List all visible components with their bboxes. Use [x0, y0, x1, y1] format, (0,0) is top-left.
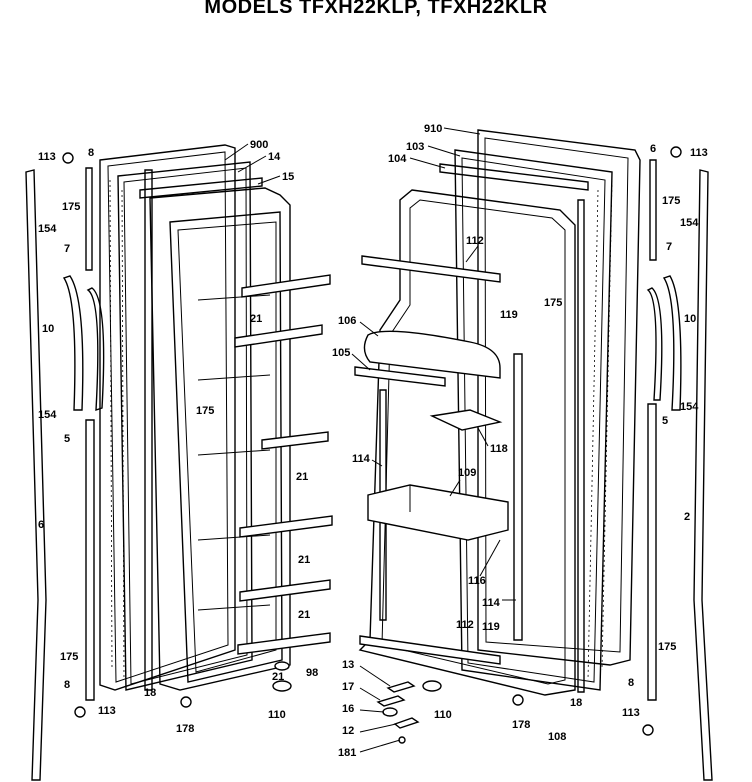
callout-8-left-top: 8 [88, 147, 94, 159]
callout-7-right: 7 [666, 241, 672, 253]
callout-154-right-bottom: 154 [680, 401, 699, 413]
callout-18-right: 18 [570, 697, 582, 709]
callout-178-right: 178 [512, 719, 530, 731]
callout-112-bottom: 112 [456, 619, 474, 631]
callout-21-a: 21 [250, 313, 262, 325]
callout-21-d: 21 [298, 609, 310, 621]
bottom-hinge-hardware [376, 681, 420, 744]
callout-175-right-bottom: 175 [658, 641, 676, 653]
callout-119-bottom: 119 [482, 621, 500, 633]
callout-175-left-mid: 175 [196, 405, 214, 417]
callout-113-right-top: 113 [690, 147, 708, 159]
callout-154-left-bottom: 154 [38, 409, 57, 421]
right-callouts: 910 103 104 112 175 106 119 105 118 114 … [332, 123, 708, 759]
leader-lines [224, 127, 516, 753]
callout-103: 103 [406, 141, 424, 153]
callout-5-right: 5 [662, 415, 668, 427]
callout-118: 118 [490, 443, 508, 455]
callout-113-left-bottom: 113 [98, 705, 116, 717]
right-handle-parts [422, 146, 713, 781]
callout-154-left-top: 154 [38, 223, 57, 235]
callout-10-right: 10 [684, 313, 696, 325]
callout-5-left: 5 [64, 433, 70, 445]
callout-113-left-top: 113 [38, 151, 56, 163]
callout-119-top: 119 [500, 309, 518, 321]
callout-910: 910 [424, 123, 442, 135]
callout-6-right-top: 6 [650, 143, 656, 155]
page-title: MODELS TFXH22KLP, TFXH22KLR [204, 0, 548, 18]
callout-116: 116 [468, 575, 486, 587]
callout-105: 105 [332, 347, 350, 359]
callout-21-e: 21 [272, 671, 284, 683]
left-door-assembly [99, 144, 333, 691]
callout-18-left: 18 [144, 687, 156, 699]
callout-109: 109 [458, 467, 476, 479]
callout-2-right: 2 [684, 511, 690, 523]
callout-6-left: 6 [38, 519, 44, 531]
callout-15: 15 [282, 171, 294, 183]
callout-12: 12 [342, 725, 354, 737]
callout-21-c: 21 [298, 554, 310, 566]
callout-8-left-bottom: 8 [64, 679, 70, 691]
callout-108: 108 [548, 731, 566, 743]
callout-21-b: 21 [296, 471, 308, 483]
callout-154-right-top: 154 [680, 217, 699, 229]
callout-114-right: 114 [482, 597, 501, 609]
callout-900: 900 [250, 139, 268, 151]
callout-110-left: 110 [268, 709, 286, 721]
left-handle-parts [25, 152, 292, 781]
callout-175-left-bottom: 175 [60, 651, 78, 663]
callout-7-left: 7 [64, 243, 70, 255]
callout-175-right-mid: 175 [544, 297, 562, 309]
callout-112-top: 112 [466, 235, 484, 247]
callout-106: 106 [338, 315, 356, 327]
callout-113-right-bottom: 113 [622, 707, 640, 719]
callout-10-left: 10 [42, 323, 54, 335]
callout-110-right: 110 [434, 709, 452, 721]
callout-181: 181 [338, 747, 356, 759]
callout-104: 104 [388, 153, 407, 165]
callout-8-right-bottom: 8 [628, 677, 634, 689]
right-door-assembly [354, 129, 641, 696]
callout-17: 17 [342, 681, 354, 693]
callout-175-right-top: 175 [662, 195, 680, 207]
callout-175-left-top: 175 [62, 201, 80, 213]
callout-16: 16 [342, 703, 354, 715]
callout-98: 98 [306, 667, 318, 679]
left-callouts: 113 8 175 154 7 10 154 5 6 175 8 113 900… [38, 139, 318, 735]
callout-114-left: 114 [352, 453, 371, 465]
callout-14: 14 [268, 151, 281, 163]
callout-178-left: 178 [176, 723, 194, 735]
callout-13: 13 [342, 659, 354, 671]
